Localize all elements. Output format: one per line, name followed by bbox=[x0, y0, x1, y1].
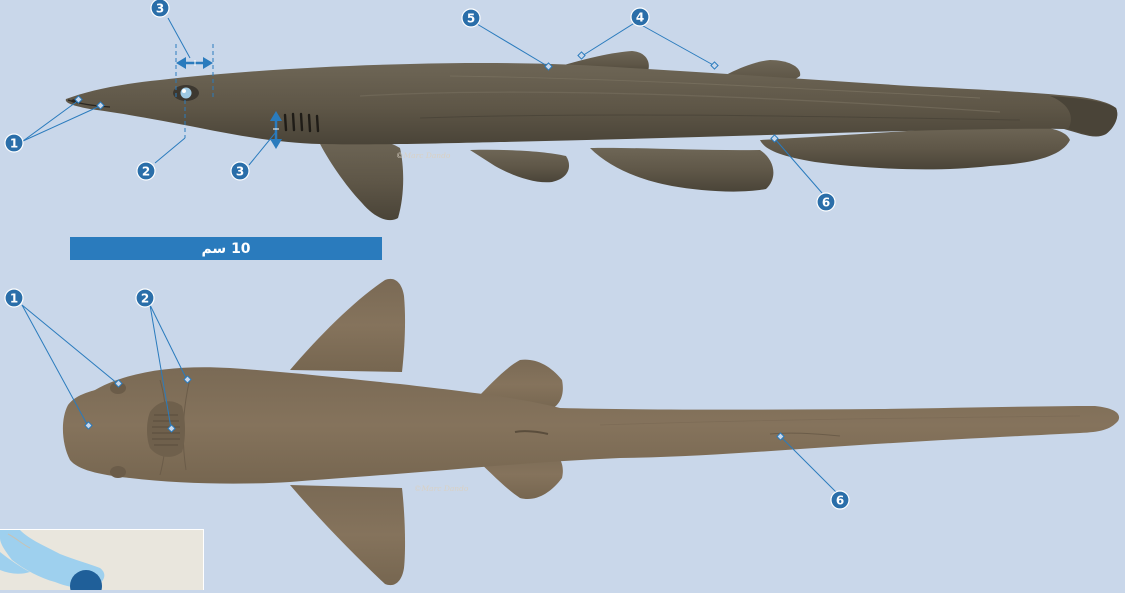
ventral-pectoral-fin-lower bbox=[290, 485, 405, 585]
ventral-pectoral-fin-upper bbox=[290, 279, 405, 372]
eye-diameter-arrow bbox=[176, 57, 213, 69]
callout-1-ventral: 1 bbox=[5, 289, 23, 307]
callout-number: 2 bbox=[141, 292, 149, 306]
callout-number: 4 bbox=[636, 11, 644, 25]
callout-number: 3 bbox=[156, 2, 164, 16]
scale-bar-label: 10 سم bbox=[201, 241, 250, 257]
mouth bbox=[147, 401, 185, 457]
scale-bar: 10 سم bbox=[70, 237, 382, 260]
callout-number: 1 bbox=[10, 137, 18, 151]
callout-4-lateral: 4 bbox=[631, 8, 649, 26]
pelvic-fin bbox=[470, 150, 569, 183]
nostril-right bbox=[110, 466, 126, 478]
callout-number: 6 bbox=[822, 196, 830, 210]
illustration-credit: ©Marc Dando bbox=[396, 151, 451, 160]
shark-ventral-view: ©Marc Dando bbox=[63, 279, 1119, 585]
callout-5-lateral: 5 bbox=[462, 9, 480, 27]
callout-number: 2 bbox=[142, 165, 150, 179]
range-map bbox=[0, 529, 204, 590]
shark-lateral-view: ©Marc Dando bbox=[66, 51, 1118, 220]
callout-1-lateral: 1 bbox=[5, 134, 23, 152]
callout-number: 5 bbox=[467, 12, 475, 26]
illustration-credit: ©Marc Dando bbox=[414, 484, 469, 493]
shark-body-ventral bbox=[63, 367, 1119, 483]
anal-fin bbox=[590, 148, 773, 192]
callout-6-lateral: 6 bbox=[817, 193, 835, 211]
callout-2-ventral: 2 bbox=[136, 289, 154, 307]
range-map-graphic bbox=[0, 530, 203, 590]
pectoral-fin bbox=[318, 137, 403, 220]
callout-number: 1 bbox=[10, 292, 18, 306]
eye-highlight bbox=[182, 89, 186, 93]
callout-2-lateral: 2 bbox=[137, 162, 155, 180]
callout-6-ventral: 6 bbox=[831, 491, 849, 509]
callout-3-gill: 3 bbox=[231, 162, 249, 180]
callout-number: 6 bbox=[836, 494, 844, 508]
eye bbox=[181, 88, 192, 99]
callout-number: 3 bbox=[236, 165, 244, 179]
callout-3-eye: 3 bbox=[151, 0, 169, 17]
